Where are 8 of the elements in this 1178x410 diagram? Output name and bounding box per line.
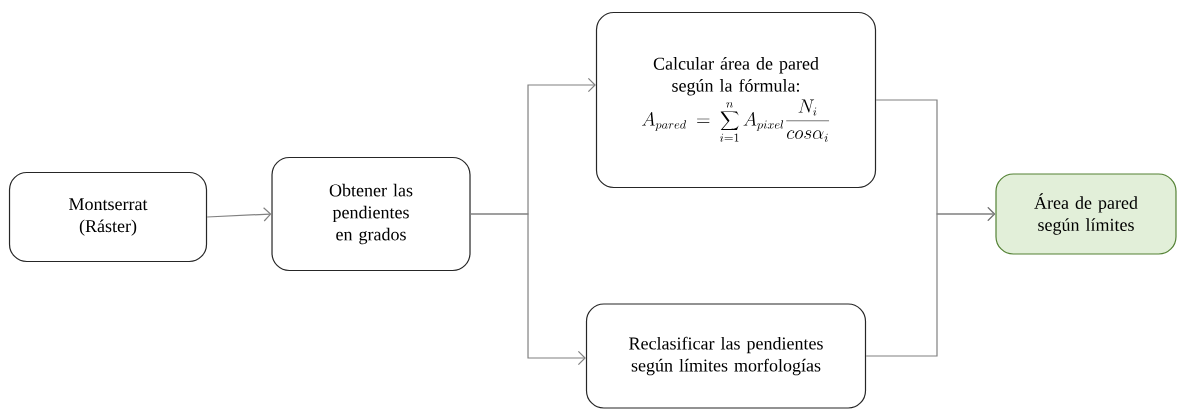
- result-box: Área de pared según límites: [995, 173, 1177, 255]
- process-box: Calcular área de pared según la fórmula: $A_{pared}=\sum_{i=1}^{n}A_{pixel}\frac{N_i}{cos\alpha_i}$: [595, 11, 877, 189]
- process-box: Obtener las pendientes en grados: [271, 156, 471, 272]
- arrow: [865, 206, 996, 357]
- process-box: Montserrat (Ráster): [8, 171, 208, 263]
- arrow: [470, 213, 586, 366]
- arrow: [206, 207, 272, 222]
- process-box: Reclasificar las pendientes según límites morfologías: [585, 303, 867, 409]
